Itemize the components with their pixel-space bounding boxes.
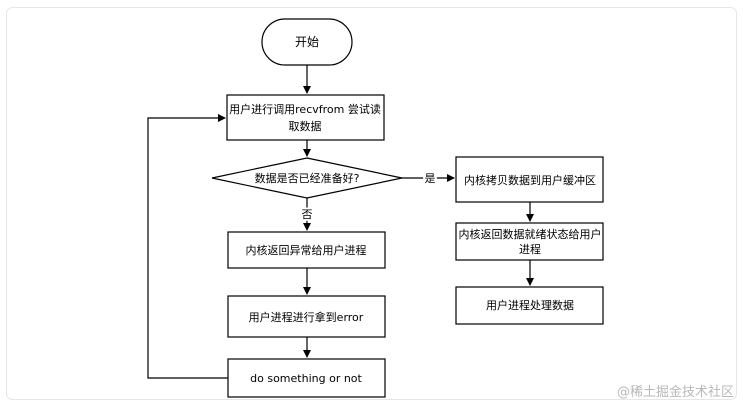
kernel-copy-node bbox=[455, 156, 604, 203]
diagram-border bbox=[6, 7, 737, 400]
read-attempt-line-1: 用户进行调用recvfrom 尝试读 bbox=[229, 102, 381, 116]
decision-label: 数据是否已经准备好? bbox=[255, 171, 360, 185]
user-process-node bbox=[455, 286, 604, 325]
kernel-ready-node bbox=[455, 222, 604, 261]
kernel-copy-label: 内核拷贝数据到用户缓冲区 bbox=[464, 173, 596, 187]
kernel-ready-line-1: 内核返回数据就绪状态给用户 bbox=[459, 227, 602, 241]
arrow-loop-back bbox=[147, 114, 228, 379]
read-attempt-line-2: 取数据 bbox=[289, 119, 322, 133]
do-something-label: do something or not bbox=[250, 372, 362, 385]
user-error-label: 用户进程进行拿到error bbox=[249, 310, 364, 324]
watermark-text: @稀土掘金技术社区 bbox=[617, 384, 734, 400]
user-process-label: 用户进程处理数据 bbox=[486, 298, 574, 312]
no-label: 否 bbox=[302, 208, 313, 221]
do-something-node bbox=[227, 358, 386, 398]
kernel-error-label: 内核返回异常给用户进程 bbox=[246, 243, 367, 257]
yes-label: 是 bbox=[425, 172, 436, 185]
read-attempt-node bbox=[226, 94, 385, 141]
start-label: 开始 bbox=[295, 35, 319, 49]
user-error-node bbox=[227, 295, 386, 338]
kernel-ready-line-2: 进程 bbox=[519, 243, 541, 256]
